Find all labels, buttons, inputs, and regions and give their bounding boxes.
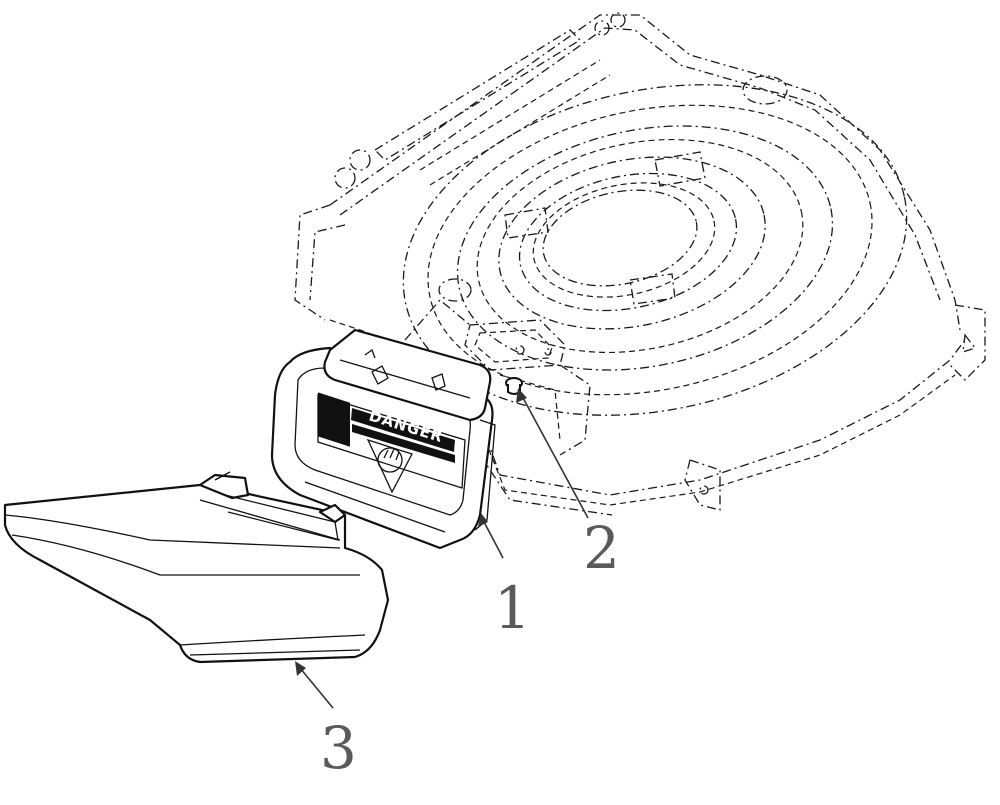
bolt-part-2: [505, 377, 523, 395]
mower-deck: [294, 12, 986, 516]
callout-3: 3: [320, 714, 357, 782]
leader-arrow-3: [295, 661, 306, 676]
discharge-guard-part-1: DANGER: [270, 328, 496, 550]
leader-line-2: [521, 395, 589, 519]
deflector-chute-part-3: [3, 471, 390, 664]
leader-line-1: [482, 519, 504, 559]
leader-arrow-2: [516, 388, 527, 403]
callout-1: 1: [494, 574, 531, 642]
leader-lines: [295, 388, 589, 709]
callout-2: 2: [583, 514, 620, 582]
callout-labels: 1 2 3: [320, 514, 620, 782]
leader-line-3: [299, 667, 334, 709]
leader-arrow-1: [478, 513, 488, 527]
